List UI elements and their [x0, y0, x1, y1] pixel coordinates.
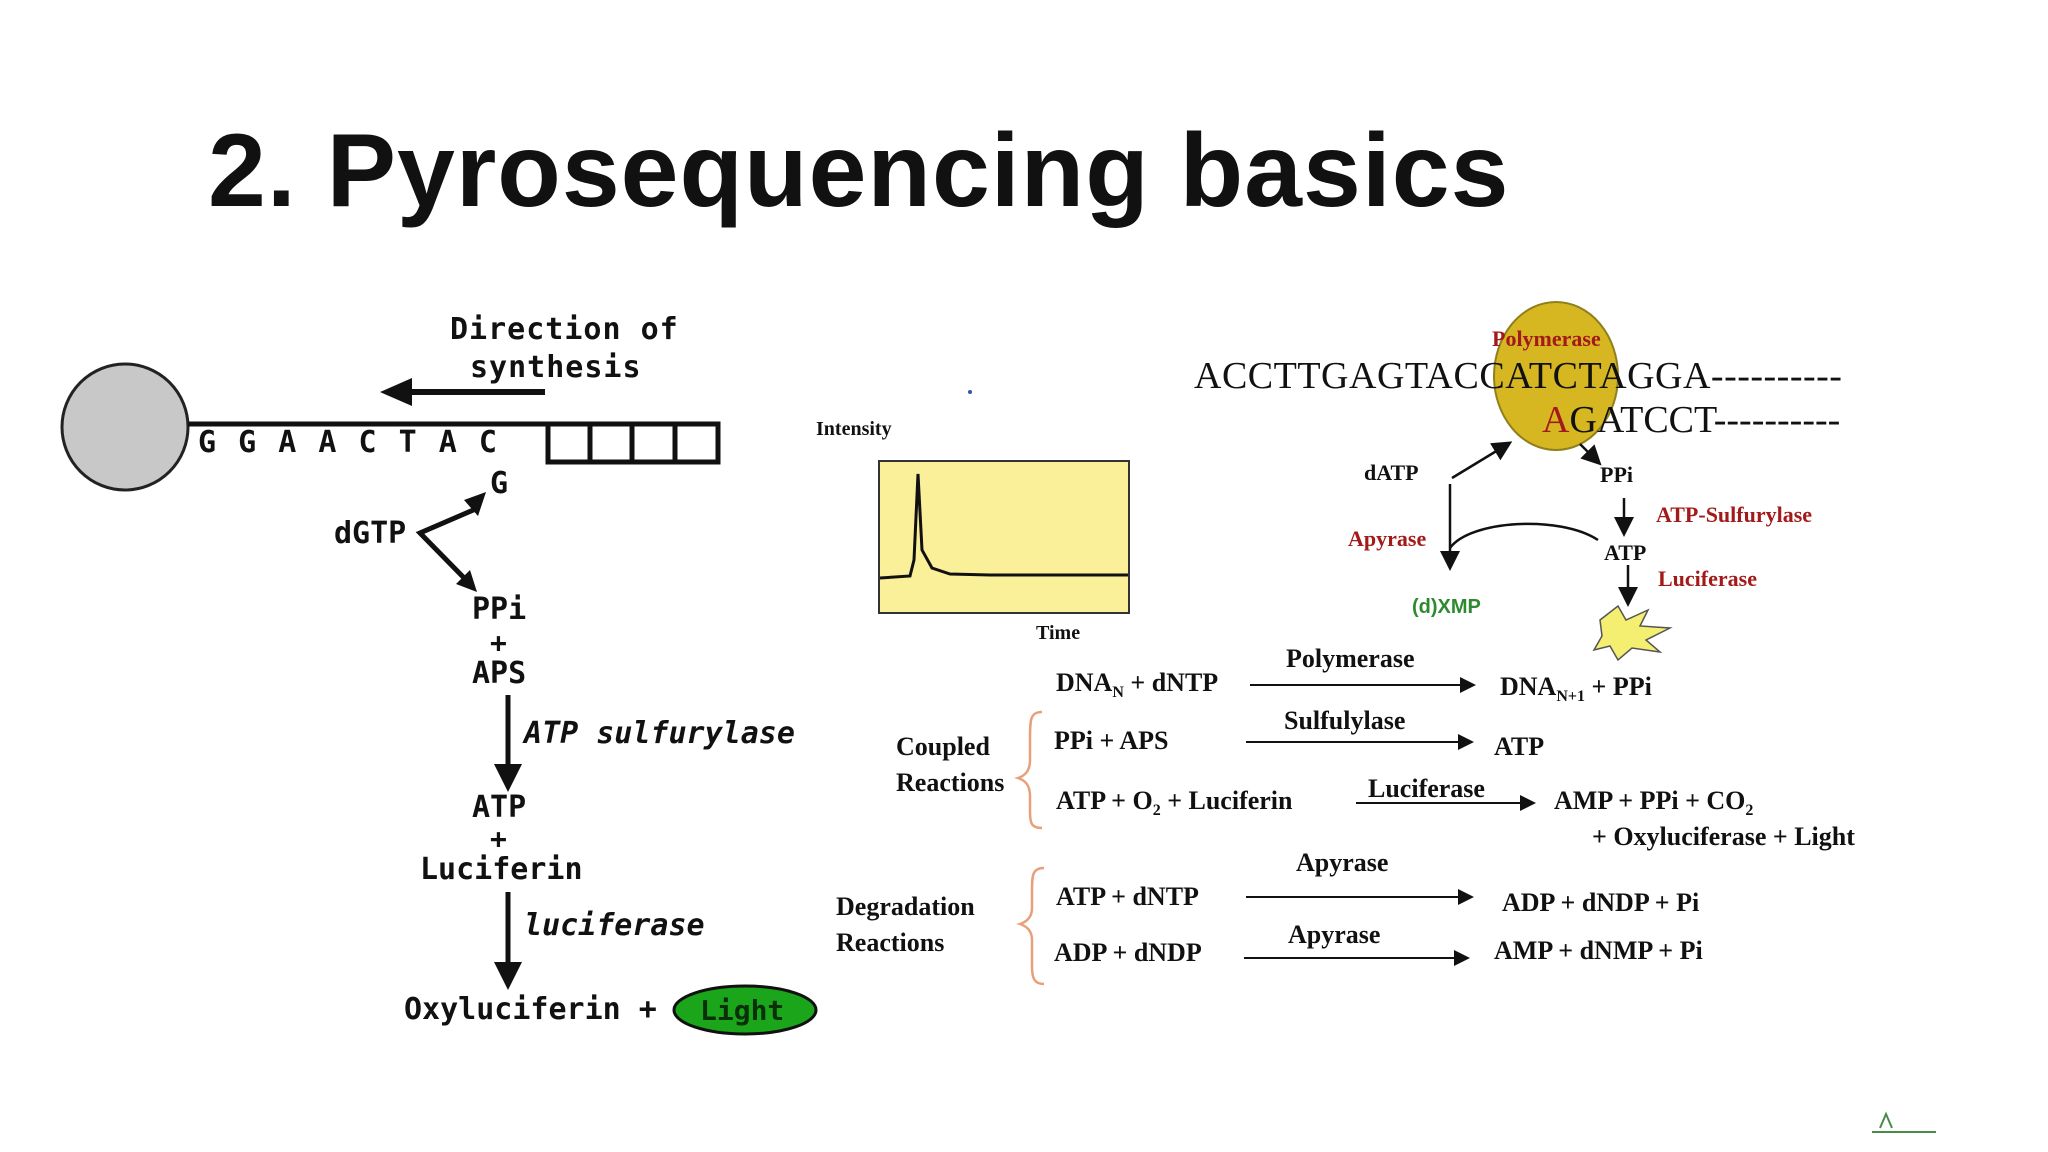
luciferase-cycle-label: Luciferase [1658, 566, 1757, 591]
coupled-label-line1: Coupled [896, 732, 990, 761]
plus-sign: + [490, 626, 507, 659]
reaction5-left: ADP + dNDP [1054, 938, 1202, 967]
direction-label-line1: Direction of [450, 312, 679, 347]
plus-sign: + [490, 822, 507, 855]
sequence-bottom: AGATCCT---------- [1542, 398, 1840, 442]
degradation-label-line2: Reactions [836, 928, 945, 957]
aps-label: APS [472, 656, 527, 691]
ppi-label: PPi [472, 592, 527, 627]
polymerase-label: Polymerase [1492, 326, 1601, 351]
reaction2-left: PPi + APS [1054, 726, 1169, 755]
atp-cycle-label: ATP [1604, 540, 1647, 565]
reaction5-right: AMP + dNMP + Pi [1494, 936, 1703, 965]
trace-line [879, 473, 1128, 580]
light-label: Light [700, 994, 785, 1027]
bead [60, 362, 190, 492]
ppi-cycle-label: PPi [1600, 462, 1633, 487]
direction-label-line2: synthesis [470, 350, 642, 385]
dgtp-fork [415, 505, 479, 588]
incorporated-base: A [1542, 399, 1570, 441]
sequence-bottom-rest: GATCCT---------- [1569, 399, 1841, 441]
reaction3-enzyme: Luciferase [1368, 774, 1485, 803]
reaction3-left: ATP + O2 + Luciferin [1056, 786, 1293, 820]
apyrase-cycle-label: Apyrase [1348, 526, 1427, 551]
light-burst-icon [1592, 604, 1673, 662]
page-title: 2. Pyrosequencing basics [208, 113, 1510, 229]
reaction4-left: ATP + dNTP [1056, 882, 1199, 911]
dxmp-label: (d)XMP [1412, 596, 1481, 618]
coupled-brace [1014, 710, 1043, 830]
reaction2-enzyme: Sulfulylase [1284, 706, 1406, 735]
template-boxes [545, 421, 721, 465]
light-ellipse [672, 984, 818, 1036]
reaction5-enzyme: Apyrase [1288, 920, 1381, 949]
primer-sequence: G G A A C T A C [198, 425, 499, 460]
reaction4-right: ADP + dNDP + Pi [1502, 888, 1700, 917]
datp-label: dATP [1364, 460, 1419, 485]
g-nucleotide: G [490, 466, 509, 501]
reaction3-right: AMP + PPi + CO2 [1554, 786, 1754, 820]
trace-xlabel: Time [1036, 622, 1081, 644]
atp-label: ATP [472, 790, 527, 825]
coupled-label-line2: Reactions [896, 768, 1005, 797]
direction-arrowhead [380, 378, 412, 406]
degradation-brace [1016, 866, 1045, 986]
reaction4-enzyme: Apyrase [1296, 848, 1389, 877]
dgtp-label: dGTP [334, 516, 407, 551]
luciferin-label: Luciferin [420, 852, 583, 887]
polymerase-blob [1493, 301, 1619, 451]
atp-sulfurylase-label: ATP sulfurylase [524, 716, 795, 751]
luciferase-label: luciferase [524, 908, 705, 943]
reaction1-right: DNAN+1 + PPi [1500, 672, 1652, 706]
reaction1-left: DNAN + dNTP [1056, 668, 1219, 702]
corner-logo-icon [1872, 1111, 1936, 1133]
sequence-top: ACCTTGAGTACCATCTAGGA---------- [1194, 355, 1843, 397]
reaction1-enzyme: Polymerase [1286, 644, 1415, 673]
atp-sulfurylase-cycle-label: ATP-Sulfurylase [1656, 502, 1813, 527]
reaction2-right: ATP [1494, 732, 1545, 761]
degradation-label-line1: Degradation [836, 892, 975, 921]
trace-ylabel: Intensity [816, 418, 892, 440]
reaction3-right-line2: + Oxyluciferase + Light [1592, 822, 1855, 851]
oxyluciferin-label: Oxyluciferin + [404, 992, 657, 1027]
